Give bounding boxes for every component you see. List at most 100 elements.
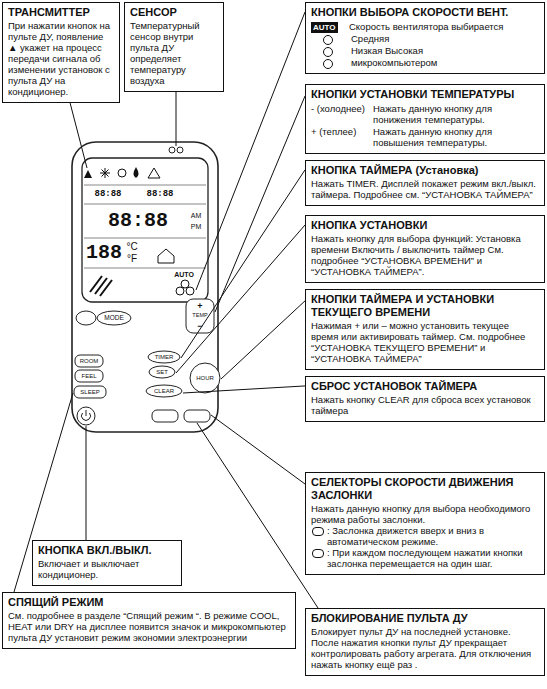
temp-button [186, 299, 214, 333]
callout-text: Нажать кнопку для выбора функций: Устано… [311, 234, 539, 278]
callout-text: При нажатии кнопок на пульте ДУ, появлен… [8, 21, 114, 97]
leader-line [197, 423, 318, 608]
louver-icon [90, 276, 112, 296]
room-icon [158, 249, 174, 263]
button-label: MODE [104, 315, 124, 322]
button-label: SLEEP [80, 389, 99, 395]
fan-button [76, 311, 96, 325]
transmit-icon [84, 170, 92, 178]
callout-box: СБРОС УСТАНОВОК ТАЙМЕРА Нажать кнопку CLE… [305, 376, 545, 422]
display-readout: 88:88 [94, 190, 121, 199]
callout-box: КНОПКА ТАЙМЕРА (Установка) Нажать TIMER. … [305, 160, 545, 206]
callout-text: Нажать данную кнопку для выбора необходи… [311, 504, 539, 526]
callout-box: КНОПКА УСТАНОВКИ Нажать кнопку для выбора… [305, 215, 545, 283]
display-divider [84, 238, 206, 239]
leader-line [176, 225, 305, 373]
display-divider [84, 268, 206, 269]
callout-box: СЕЛЕКТОРЫ СКОРОСТИ ДВИЖЕНИЯ ЗАСЛОНКИНажа… [305, 472, 545, 575]
leader-line [211, 415, 305, 484]
leader-line [215, 96, 305, 312]
callout-text: AUTO [311, 22, 338, 33]
callout-text: Температурный сенсор внутри пульта ДУ оп… [130, 21, 218, 87]
callout-heading: КНОПКА ТАЙМЕРА (Установка) [311, 164, 539, 177]
callout-text: - (холоднее) [311, 104, 369, 126]
fan-speed-icon [176, 287, 184, 295]
callout-box: КНОПКИ УСТАНОВКИ ТЕМПЕРАТУРЫ - (холоднее)… [305, 84, 545, 154]
callout-text: Низкая Высокая [311, 46, 539, 57]
display-readout: 88:88 [146, 190, 173, 199]
sensor-dot [177, 147, 183, 153]
callout-text: Нажать данную кнопку для повышения темпе… [373, 127, 539, 149]
callout-text: Нажать TIMER. Дисплей покажет режим вкл.… [311, 179, 539, 201]
callout-heading: КНОПКИ УСТАНОВКИ ТЕМПЕРАТУРЫ [311, 88, 539, 101]
display-readout: 88:88 [108, 211, 168, 231]
button-label: HOUR [196, 375, 214, 381]
leader-line [86, 426, 87, 540]
button-label: CLEAR [154, 388, 174, 394]
display-readout: °C [126, 242, 137, 252]
button-label: TIMER [155, 354, 174, 360]
fan-speed-icon [181, 280, 189, 288]
callout-heading: СПЯЩИЙ РЕЖИМ [8, 596, 290, 609]
callout-box: КНОПКИ ТАЙМЕРА И УСТАНОВКИ ТЕКУЩЕГО ВРЕМ… [305, 289, 545, 370]
callout-text: Нажимая + или – можно установить текущее… [311, 321, 539, 365]
callout-heading: КНОПКИ ТАЙМЕРА И УСТАНОВКИ ТЕКУЩЕГО ВРЕМ… [311, 293, 539, 319]
callout-box: КНОПКИ ВЫБОРА СКОРОСТИ ВЕНТ. AUTO Скорость… [305, 2, 545, 74]
callout-heading: БЛОКИРОВАНИЕ ПУЛЬТА ДУ [311, 612, 539, 625]
clear-button [146, 385, 182, 397]
callout-box: СЕНСОР Температурный сенсор внутри пульта… [124, 2, 224, 92]
snowflake-icon [100, 168, 110, 178]
leader-line [181, 170, 305, 358]
callout-text: Нажать кнопку CLEAR для сброса всех уста… [311, 395, 539, 417]
callout-text: : При каждом последующем нажатии кнопки … [311, 548, 539, 570]
leader-line [176, 92, 177, 146]
callout-heading: ТРАНСМИТТЕР [8, 6, 114, 19]
callout-text: : Заслонка движется вверх и вниз в автом… [311, 526, 539, 548]
callout-heading: СЕНСОР [130, 6, 218, 19]
power-symbol [82, 410, 91, 420]
drop-icon [134, 167, 139, 178]
callout-heading: КНОПКА УСТАНОВКИ [311, 219, 539, 232]
fan-mode-icon [148, 168, 160, 178]
display [82, 158, 208, 302]
sensor-dot [169, 147, 175, 153]
timer-button [148, 351, 180, 363]
callout-text: Нажать данную кнопку для понижения темпе… [373, 104, 539, 126]
set-button [149, 366, 175, 378]
callout-heading: КНОПКИ ВЫБОРА СКОРОСТИ ВЕНТ. [311, 6, 539, 19]
sun-icon [118, 169, 126, 177]
callout-text: Блокирует пульт ДУ на последней установк… [311, 627, 539, 671]
mode-button [97, 311, 131, 325]
button-label: − [197, 322, 202, 331]
callout-box: СПЯЩИЙ РЕЖИМ См. подробнее в разделе “Спя… [2, 592, 296, 649]
callout-text: Включает и выключает кондиционер. [38, 559, 176, 581]
callout-heading: СБРОС УСТАНОВОК ТАЙМЕРА [311, 380, 539, 393]
display-divider [84, 185, 206, 186]
hour-button [190, 363, 220, 393]
callout-text: микрокомпьютером [311, 58, 539, 69]
display-readout: PM [191, 223, 202, 230]
callout-box: ТРАНСМИТТЕР При нажатии кнопок на пульте … [2, 2, 120, 103]
callout-text: См. подробнее в разделе “Спящий режим “.… [8, 611, 290, 644]
swing-step-button [184, 410, 210, 422]
feel-button [75, 370, 103, 382]
button-label: SET [156, 369, 168, 375]
button-label: FEEL [81, 373, 96, 379]
callout-text: Скорость вентилятора выбирается [349, 22, 539, 33]
display-divider [84, 204, 206, 205]
power-button [77, 407, 95, 425]
callout-box: БЛОКИРОВАНИЕ ПУЛЬТА ДУ Блокирует пульт ДУ… [305, 608, 545, 676]
button-label: ROOM [80, 358, 99, 364]
display-readout: °F [127, 254, 137, 264]
sleep-button [74, 386, 106, 398]
callout-heading: КНОПКА ВКЛ./ВЫКЛ. [38, 544, 176, 557]
room-button [75, 355, 103, 367]
leader-line [221, 301, 305, 379]
display-readout: 188 [86, 243, 122, 263]
display-readout: AM [191, 212, 202, 219]
callout-heading: СЕЛЕКТОРЫ СКОРОСТИ ДВИЖЕНИЯ ЗАСЛОНКИ [311, 476, 539, 502]
fan-speed-icon [186, 287, 194, 295]
button-label: + [197, 302, 202, 311]
leader-line [183, 386, 305, 393]
